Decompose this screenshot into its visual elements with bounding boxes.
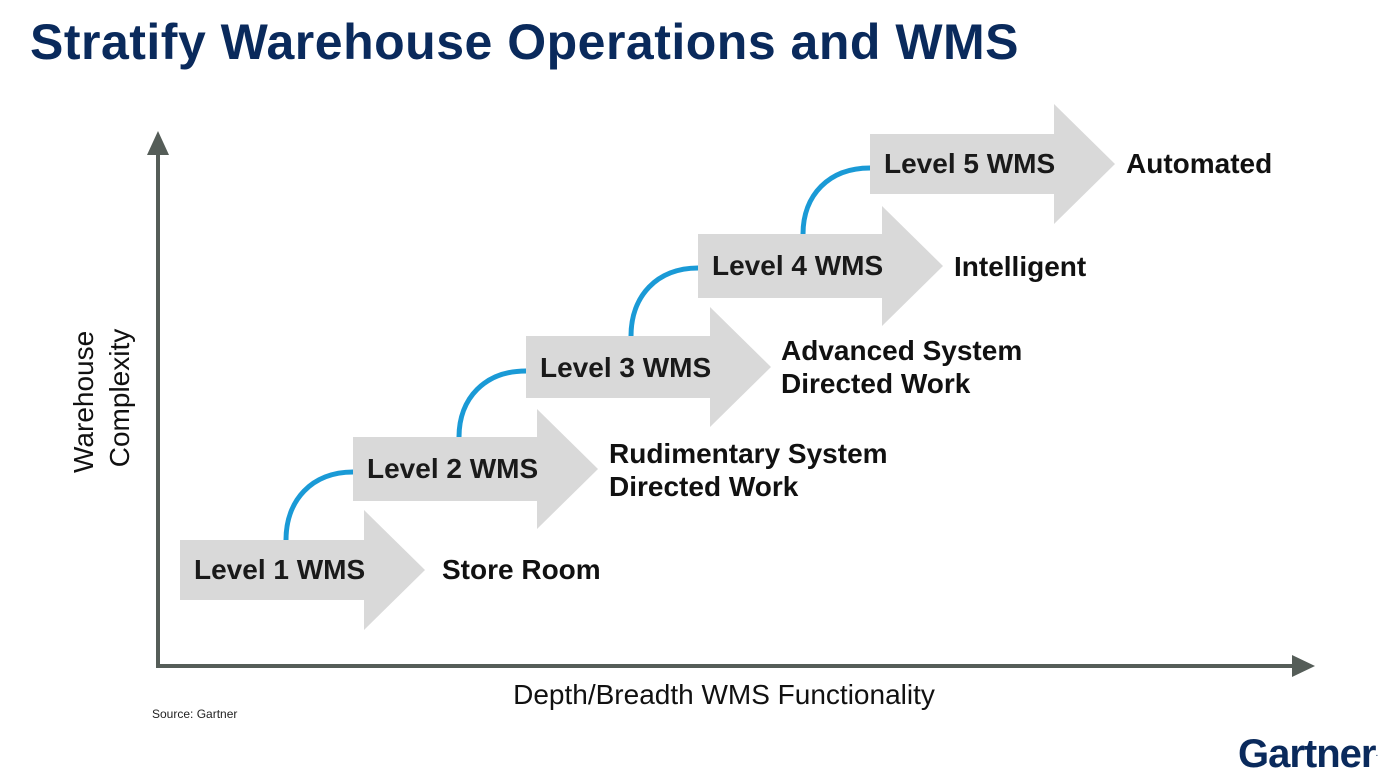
connectors xyxy=(283,165,871,541)
level-1-arrow-shape xyxy=(180,510,425,630)
level-4-arrow: Level 4 WMS xyxy=(698,206,943,326)
level-1-label: Level 1 WMS xyxy=(194,554,365,585)
logo-text: Gartner xyxy=(1238,732,1376,776)
level-2-arrow: Level 2 WMS xyxy=(353,409,598,529)
level-5-arrow: Level 5 WMS xyxy=(870,104,1115,224)
level-arrows: Level 1 WMS Level 2 WMS Level 3 WMS Leve… xyxy=(180,104,1115,630)
level-4-description-line1: Intelligent xyxy=(954,251,1086,282)
level-4-arrow-shape xyxy=(698,206,943,326)
level-5-label: Level 5 WMS xyxy=(884,148,1055,179)
y-axis-arrowhead-icon xyxy=(147,131,169,155)
level-2-description: Rudimentary System Directed Work xyxy=(609,438,895,502)
level-2-description-line1: Rudimentary System xyxy=(609,438,888,469)
source-note: Source: Gartner xyxy=(152,707,238,721)
y-axis-label-line2: Complexity xyxy=(104,329,135,467)
level-1-description-line1: Store Room xyxy=(442,554,601,585)
gartner-logo: Gartner. xyxy=(1238,730,1378,778)
level-2-label: Level 2 WMS xyxy=(367,453,538,484)
level-2-arrow-shape xyxy=(353,409,598,529)
connector-1-2 xyxy=(283,469,354,541)
connector-4-5 xyxy=(800,165,871,235)
x-axis-arrowhead-icon xyxy=(1292,655,1315,677)
level-3-arrow-shape xyxy=(526,307,771,427)
level-3-description: Advanced System Directed Work xyxy=(781,335,1030,399)
level-5-description: Automated xyxy=(1126,148,1272,179)
connector-2-3 xyxy=(456,368,527,438)
level-1-description: Store Room xyxy=(442,554,601,585)
level-3-description-line2: Directed Work xyxy=(781,368,971,399)
level-4-label: Level 4 WMS xyxy=(712,250,883,281)
x-axis-label: Depth/Breadth WMS Functionality xyxy=(513,679,935,710)
level-3-description-line1: Advanced System xyxy=(781,335,1022,366)
logo-mark: . xyxy=(1375,748,1379,759)
y-axis-label: Warehouse Complexity xyxy=(68,323,135,473)
page-title: Stratify Warehouse Operations and WMS xyxy=(30,14,1020,70)
connector-3-4 xyxy=(628,265,699,337)
axes xyxy=(147,131,1315,677)
level-5-arrow-shape xyxy=(870,104,1115,224)
level-5-description-line1: Automated xyxy=(1126,148,1272,179)
level-descriptions: Store Room Rudimentary System Directed W… xyxy=(442,148,1272,585)
level-4-description: Intelligent xyxy=(954,251,1086,282)
level-3-arrow: Level 3 WMS xyxy=(526,307,771,427)
level-2-description-line2: Directed Work xyxy=(609,471,799,502)
level-3-label: Level 3 WMS xyxy=(540,352,711,383)
level-1-arrow: Level 1 WMS xyxy=(180,510,425,630)
y-axis-label-line1: Warehouse xyxy=(68,331,99,473)
